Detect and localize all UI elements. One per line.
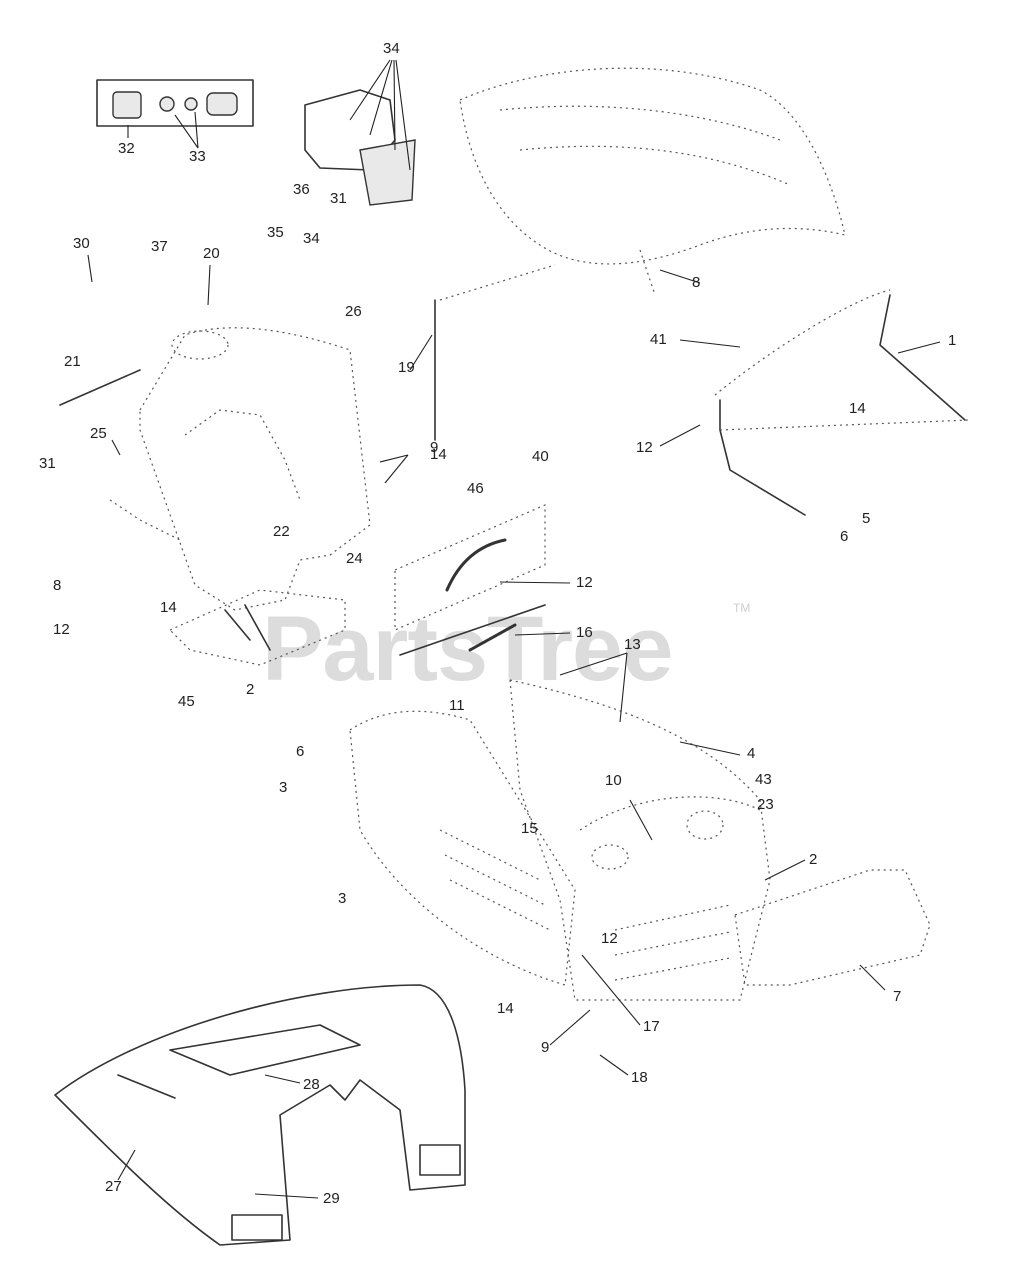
callout-9: 9 xyxy=(430,439,438,456)
callout-30: 30 xyxy=(73,235,90,252)
callout-7: 7 xyxy=(893,988,901,1005)
callout-1: 1 xyxy=(948,332,956,349)
hood-top xyxy=(459,67,846,296)
callout-2b: 2 xyxy=(809,851,817,868)
callout-8: 8 xyxy=(53,577,61,594)
callout-24: 24 xyxy=(346,550,363,567)
callout-17: 17 xyxy=(643,1018,660,1035)
callout-40: 40 xyxy=(532,448,549,465)
callout-6: 6 xyxy=(840,528,848,545)
callout-29: 29 xyxy=(323,1190,340,1207)
callout-14c: 14 xyxy=(849,400,866,417)
callout-14: 14 xyxy=(430,446,447,463)
callout-11: 11 xyxy=(449,697,465,714)
callout-8b: 8 xyxy=(692,274,700,291)
callout-33: 33 xyxy=(189,148,206,165)
callout-10: 10 xyxy=(605,772,622,789)
callout-12: 12 xyxy=(53,621,70,638)
callout-32: 32 xyxy=(118,140,135,157)
cable xyxy=(439,264,556,301)
callout-6b: 6 xyxy=(296,743,304,760)
callout-46: 46 xyxy=(467,480,484,497)
callout-43: 43 xyxy=(755,771,772,788)
callout-31: 31 xyxy=(330,190,347,207)
callout-2: 2 xyxy=(246,681,254,698)
callout-28: 28 xyxy=(303,1076,320,1093)
watermark-trademark: TM xyxy=(733,601,750,615)
callout-23: 23 xyxy=(757,796,774,813)
callout-41: 41 xyxy=(650,331,667,348)
callout-34b: 34 xyxy=(303,230,320,247)
callout-37: 37 xyxy=(151,238,168,255)
callout-5: 5 xyxy=(862,510,870,527)
callout-31b: 31 xyxy=(39,455,56,472)
rear-fender xyxy=(54,984,466,1246)
callout-16: 16 xyxy=(576,624,593,641)
callout-3: 3 xyxy=(279,779,287,796)
callout-12d: 12 xyxy=(601,930,618,947)
bracket-assembly xyxy=(304,59,416,206)
lower-bracket xyxy=(168,589,346,666)
callout-20: 20 xyxy=(203,245,220,262)
callout-13: 13 xyxy=(624,636,641,653)
front-nose xyxy=(509,679,771,1001)
callout-34: 34 xyxy=(383,40,400,57)
callout-27: 27 xyxy=(105,1178,122,1195)
callout-45: 45 xyxy=(178,693,195,710)
callout-12b: 12 xyxy=(636,439,653,456)
callout-26: 26 xyxy=(345,303,362,320)
callout-21: 21 xyxy=(64,353,81,370)
callout-14d: 14 xyxy=(497,1000,514,1017)
callout-labels: 34 32 33 36 31 30 37 20 35 34 26 21 25 1… xyxy=(39,40,956,1207)
callout-9b: 9 xyxy=(541,1039,549,1056)
callout-12c: 12 xyxy=(576,574,593,591)
callout-3b: 3 xyxy=(338,890,346,907)
callout-19: 19 xyxy=(398,359,415,376)
callout-35: 35 xyxy=(267,224,284,241)
hood-frame xyxy=(714,289,971,516)
callout-15: 15 xyxy=(521,820,538,837)
dash-assembly xyxy=(59,327,371,611)
watermark: PartsTree xyxy=(262,598,672,700)
ignition-switch-inset xyxy=(96,79,254,127)
callout-18: 18 xyxy=(631,1069,648,1086)
side-panel xyxy=(394,504,546,656)
callout-25: 25 xyxy=(90,425,107,442)
side-hood-panel xyxy=(349,710,576,986)
callout-4: 4 xyxy=(747,745,755,762)
front-bumper xyxy=(734,869,931,986)
callout-22: 22 xyxy=(273,523,290,540)
callout-36: 36 xyxy=(293,181,310,198)
leader-lines xyxy=(87,111,941,1199)
callout-14b: 14 xyxy=(160,599,177,616)
